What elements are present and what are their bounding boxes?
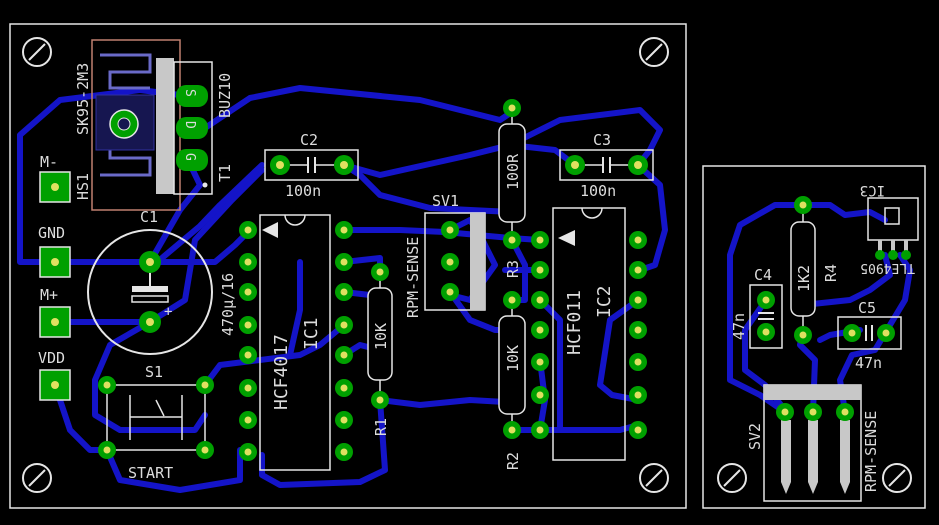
c4-value-label: 47n: [730, 313, 748, 340]
mounting-hole-sensor-left-icon: [717, 463, 747, 493]
sv1-name-label: SV1: [432, 192, 459, 210]
mounting-hole-top-left-icon: [22, 37, 52, 67]
svg-text:+: +: [164, 304, 172, 320]
header-sv2: [763, 384, 862, 502]
copper-traces: [17, 85, 913, 493]
sv2-value-label: RPM-SENSE: [862, 411, 880, 492]
s1-name-label: S1: [145, 363, 163, 381]
mounting-hole-sensor-right-icon: [882, 463, 912, 493]
c3-name-label: C3: [593, 131, 611, 149]
t1-pin-s-label: S: [182, 89, 197, 97]
r2-name-label: R2: [504, 452, 522, 470]
c2-name-label: C2: [300, 131, 318, 149]
ic3-pad-2: [888, 250, 898, 260]
c1-name-label: C1: [140, 208, 158, 226]
c1-value-label: 470µ/16: [219, 273, 237, 336]
ic3-pad-1: [875, 250, 885, 260]
s1-value-label: START: [128, 464, 173, 482]
main-board-outline: [9, 23, 687, 509]
mounting-hole-bottom-right-icon: [639, 463, 669, 493]
sv2-name-label: SV2: [746, 423, 764, 450]
r2-value-label: 10K: [504, 345, 522, 372]
capacitor-c4: [749, 284, 783, 349]
r4-name-label: R4: [822, 264, 840, 282]
ic3-name-label: IC3: [860, 182, 885, 198]
c4-name-label: C4: [754, 266, 772, 284]
connector-m-minus-label: M-: [40, 153, 58, 171]
ic2-value-label: HCF011: [564, 290, 585, 355]
ic1-outline: [259, 214, 331, 471]
heatsink-screw-icon: [109, 109, 139, 139]
r4-value-label: 1K2: [795, 265, 813, 292]
t1-pin-g-label: G: [182, 153, 197, 161]
resistor-r1: [367, 272, 393, 400]
r1-value-label: 10K: [372, 323, 390, 350]
hs1-value-label: SK95-2M3: [74, 63, 92, 135]
t1-pad-d: [176, 117, 208, 139]
resistor-r4: [790, 205, 816, 335]
ic1-value-label: HCF4017: [271, 334, 292, 410]
connector-gnd-label: GND: [38, 224, 65, 242]
ic3-pad-3: [901, 250, 911, 260]
ic3-value-label: TLE4905: [860, 260, 915, 275]
c2-value-label: 100n: [285, 182, 321, 200]
c3-value-label: 100n: [580, 182, 616, 200]
ic1-name-label: IC1: [301, 317, 322, 350]
connector-m-plus-label: M+: [40, 286, 58, 304]
mounting-hole-bottom-left-icon: [22, 463, 52, 493]
transistor-t1: [156, 58, 213, 195]
ic2-name-label: IC2: [594, 285, 615, 318]
ic3-package: [867, 197, 919, 255]
t1-pad-s: [176, 85, 208, 107]
r3-name-label: R3: [504, 260, 522, 278]
t1-pad-g: [176, 149, 208, 171]
c5-name-label: C5: [858, 299, 876, 317]
header-sv1: [424, 212, 486, 311]
t1-pin-d-label: D: [182, 121, 197, 129]
r1-name-label: R1: [372, 418, 390, 436]
switch-s1: [106, 384, 206, 451]
connector-vdd-label: VDD: [38, 349, 65, 367]
ic2-pads: [531, 231, 647, 439]
capacitor-c1: +: [87, 229, 213, 355]
resistor-r2: [498, 300, 526, 430]
hs1-name-label: HS1: [74, 173, 92, 200]
t1-value-label: BUZ10: [216, 73, 234, 118]
mounting-hole-top-right-icon: [639, 37, 669, 67]
sensor-board-outline: [702, 165, 926, 509]
capacitor-c5: [837, 316, 902, 350]
ic2-outline: [552, 207, 626, 461]
t1-name-label: T1: [216, 164, 234, 182]
connector-vdd-pad: [39, 369, 71, 401]
r3-value-label: 100R: [504, 153, 522, 190]
c5-value-label: 47n: [855, 354, 882, 372]
resistor-r3: [498, 108, 526, 240]
sv1-value-label: RPM-SENSE: [404, 237, 422, 318]
